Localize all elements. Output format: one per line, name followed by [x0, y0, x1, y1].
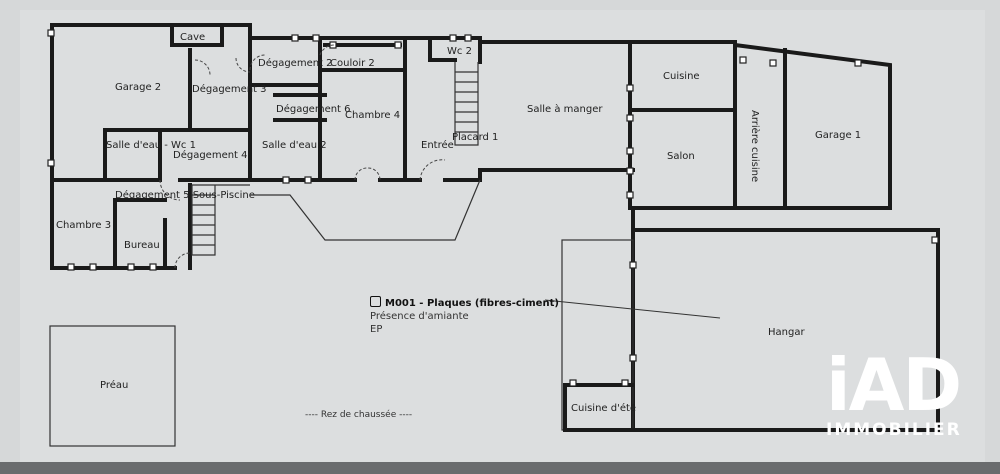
annotation-title: M001 - Plaques (fibres-ciment) [385, 298, 559, 309]
level-label: ---- Rez de chaussée ---- [305, 410, 413, 420]
logo-main: iAD [826, 343, 962, 427]
screen-area [20, 10, 985, 465]
label-chambre3: Chambre 3 [56, 220, 111, 231]
label-garage2: Garage 2 [115, 82, 161, 93]
walls-right-block [478, 40, 892, 232]
label-couloir2: Couloir 2 [330, 58, 375, 69]
label-wc2: Wc 2 [447, 46, 472, 57]
label-placard1: Placard 1 [452, 132, 498, 143]
preau-outline [49, 325, 176, 447]
terrace-outline [250, 179, 481, 241]
iad-logo: iAD IMMOBILIER [826, 343, 962, 440]
screen-bezel [0, 462, 1000, 474]
label-chambre4: Chambre 4 [345, 110, 400, 121]
doors [159, 44, 446, 269]
room-labels: Garage 2 Cave Dégagement 3 Salle d'eau -… [56, 32, 861, 414]
label-salle-eau-wc1: Salle d'eau - Wc 1 [106, 140, 196, 151]
label-preau: Préau [100, 379, 128, 391]
annotation-line2: Présence d'amiante [370, 311, 469, 322]
label-salle-a-manger: Salle à manger [527, 103, 603, 115]
logo-sub: IMMOBILIER [826, 420, 962, 440]
label-cave: Cave [180, 32, 205, 43]
label-garage1: Garage 1 [815, 130, 861, 141]
asbestos-annotation: M001 - Plaques (fibres-ciment) Présence … [370, 296, 559, 336]
stairs-entree [454, 62, 479, 146]
stairs-left [191, 184, 250, 256]
walls-middle-block [248, 36, 482, 182]
label-arriere-cuisine: Arrière cuisine [749, 110, 761, 182]
label-salle-eau2: Salle d'eau 2 [262, 140, 327, 151]
label-entree: Entrée [421, 139, 454, 151]
windows [47, 29, 939, 387]
annotation-leader-line [544, 299, 721, 319]
label-degagement6: Dégagement 6 [276, 103, 351, 115]
label-hangar: Hangar [768, 327, 805, 338]
label-degagement2: Dégagement 2 [258, 57, 333, 69]
label-degagement5: Dégagement 5 Sous-Piscine [115, 189, 255, 201]
label-bureau: Bureau [124, 240, 160, 251]
material-marker-icon [370, 296, 381, 307]
label-cuisine-ete: Cuisine d'été [571, 402, 636, 414]
label-degagement3: Dégagement 3 [192, 83, 267, 95]
label-degagement4: Dégagement 4 [173, 149, 248, 161]
label-salon: Salon [667, 151, 695, 162]
label-cuisine: Cuisine [663, 71, 700, 82]
annotation-line3: EP [370, 324, 383, 335]
